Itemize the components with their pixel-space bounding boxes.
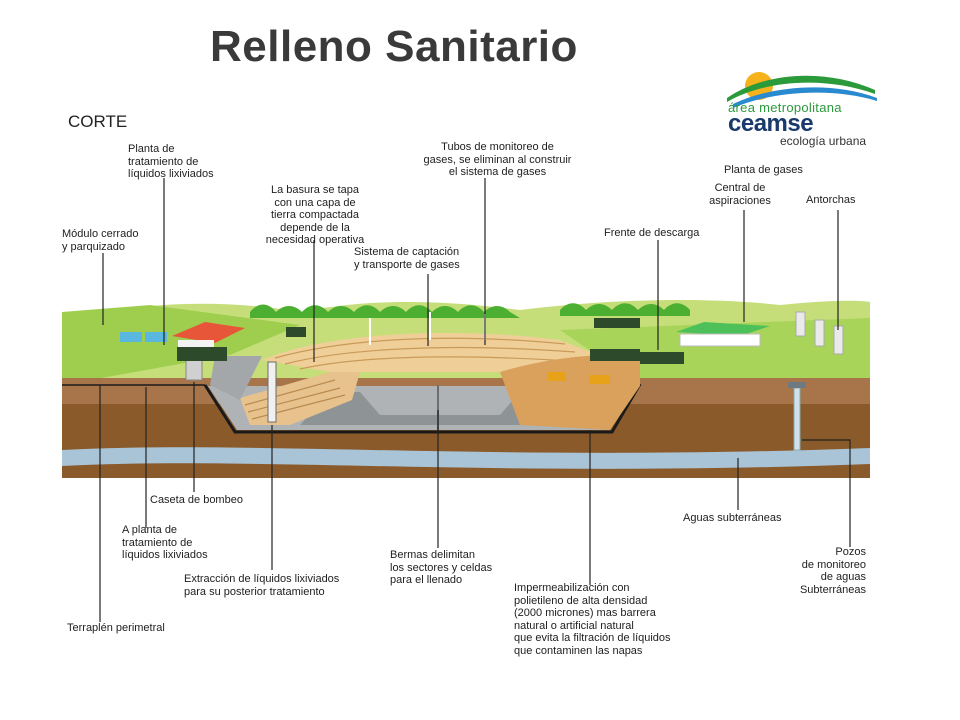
torch-icon: [814, 319, 825, 347]
label-sistema-captacion: Sistema de captación y transporte de gas…: [354, 246, 460, 271]
logo-tagline: ecología urbana: [780, 134, 867, 148]
gas-plant-roof-icon: [676, 322, 770, 336]
section-label: CORTE: [68, 112, 128, 131]
truck-icon: [177, 347, 227, 361]
label-aguas-subterraneas: Aguas subterráneas: [683, 512, 782, 524]
solar-panel-icon: [120, 332, 142, 342]
label-planta-tratamiento: Planta de tratamiento de líquidos lixivi…: [128, 143, 214, 180]
truck-icon: [286, 327, 306, 337]
logo-line1: área metropolitana: [728, 100, 842, 115]
groundwater-well-cap-icon: [788, 382, 806, 388]
label-pozos: Pozos de monitoreo de aguas Subterráneas: [799, 546, 866, 596]
logo-brand: ceamse: [728, 110, 814, 137]
logo-emblem-icon: [727, 72, 877, 108]
groundwater-well-icon: [793, 387, 801, 451]
pit-liner: [203, 383, 642, 434]
truck-icon: [594, 318, 640, 328]
label-antorchas: Antorchas: [806, 194, 856, 206]
ceamse-logo: área metropolitana ceamse ecología urban…: [725, 68, 885, 148]
plant-roof-icon: [172, 322, 245, 343]
label-terraplen: Terraplén perimetral: [67, 622, 165, 634]
leachate-extraction-column: [267, 361, 277, 423]
waste-mound: [262, 332, 600, 372]
label-a-planta: A planta de tratamiento de líquidos lixi…: [122, 524, 208, 561]
leader-lines: [99, 178, 851, 622]
truck-icon: [590, 349, 640, 361]
mound-layers: [274, 337, 586, 370]
gas-plant-building-icon: [679, 333, 761, 347]
bulldozer-icon: [590, 375, 610, 384]
label-impermeabilizacion: Impermeabilización con polietileno de al…: [514, 582, 671, 657]
tree-line: [250, 304, 520, 318]
label-planta-gases: Planta de gases: [724, 164, 803, 176]
page-title: Relleno Sanitario: [210, 22, 578, 71]
truck-icon: [640, 352, 684, 364]
label-modulo-cerrado: Módulo cerrado y parquizado: [62, 228, 139, 253]
label-extraccion: Extracción de líquidos lixiviados para s…: [184, 573, 340, 598]
label-tubos-monitoreo: Tubos de monitoreo de gases, se eliminan…: [423, 141, 572, 178]
label-frente-descarga: Frente de descarga: [604, 227, 700, 239]
label-bermas: Bermas delimitan los sectores y celdas p…: [390, 549, 493, 586]
label-basura-tapa: La basura se tapa con una capa de tierra…: [265, 184, 365, 246]
bulldozer-icon: [548, 372, 566, 381]
groundwater-band: [62, 447, 870, 469]
discharge-front: [500, 354, 640, 430]
tree-line-right: [560, 303, 690, 316]
slope-left: [210, 356, 262, 400]
label-caseta-bombeo: Caseta de bombeo: [150, 494, 243, 506]
label-central-aspiraciones: Central de aspiraciones: [709, 182, 771, 207]
solar-panel-icon: [145, 332, 167, 342]
torch-icon: [833, 325, 844, 355]
torch-icon: [795, 311, 806, 337]
berm-cells: [300, 392, 560, 425]
